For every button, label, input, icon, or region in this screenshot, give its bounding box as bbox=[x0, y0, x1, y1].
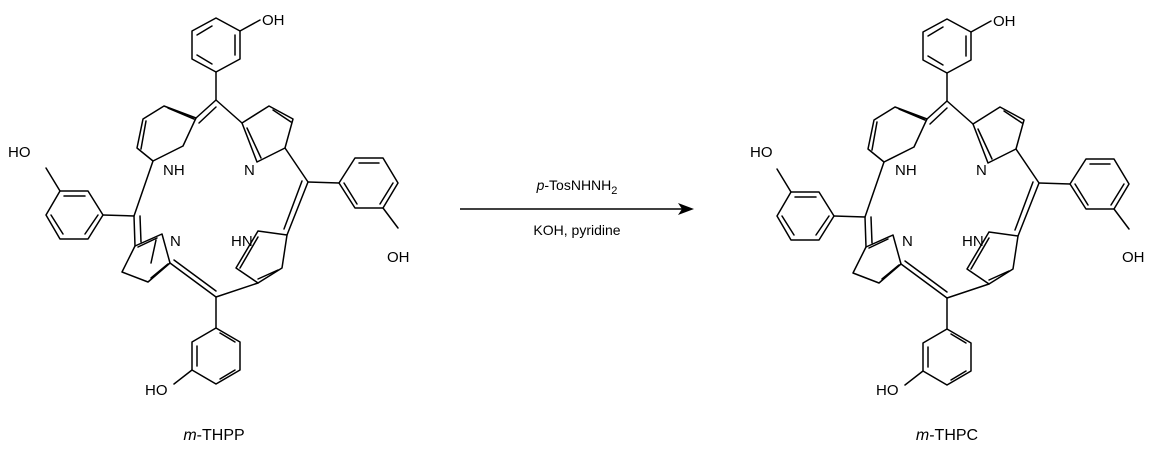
product-oh-top: OH bbox=[993, 13, 1016, 30]
product-ho-left: HO bbox=[750, 144, 773, 161]
reactant-n-top: N bbox=[244, 162, 255, 179]
product-structure bbox=[776, 18, 1130, 386]
reactant-atom-labels: NH N N HN OH HO OH HO bbox=[8, 12, 410, 399]
reactant-structure bbox=[45, 17, 399, 385]
reagent-label: p-TosNHNH2 bbox=[536, 177, 618, 197]
product-nh-top: NH bbox=[895, 162, 917, 179]
reactant-hn-bottom: HN bbox=[231, 233, 253, 250]
reactant-ho-left: HO bbox=[8, 144, 31, 161]
product-n-bottom: N bbox=[902, 233, 913, 250]
product-name: m-THPC bbox=[916, 427, 978, 444]
product-atom-labels: NH N N HN OH HO OH HO bbox=[750, 13, 1145, 399]
reactant-nh-top: NH bbox=[163, 162, 185, 179]
reactant-ho-bottom: HO bbox=[145, 382, 168, 399]
conditions-label: KOH, pyridine bbox=[533, 222, 620, 238]
product-hn-bottom: HN bbox=[962, 233, 984, 250]
reactant-oh-top: OH bbox=[262, 12, 285, 29]
product-n-top: N bbox=[976, 162, 987, 179]
reactant-ring-bond bbox=[150, 239, 157, 264]
reactant-name: m-THPP bbox=[183, 427, 244, 444]
product-ho-bottom: HO bbox=[876, 382, 899, 399]
reactant-n-bottom: N bbox=[170, 233, 181, 250]
product-oh-right: OH bbox=[1122, 249, 1145, 266]
reaction-arrow bbox=[460, 203, 694, 215]
reactant-oh-right: OH bbox=[387, 249, 410, 266]
